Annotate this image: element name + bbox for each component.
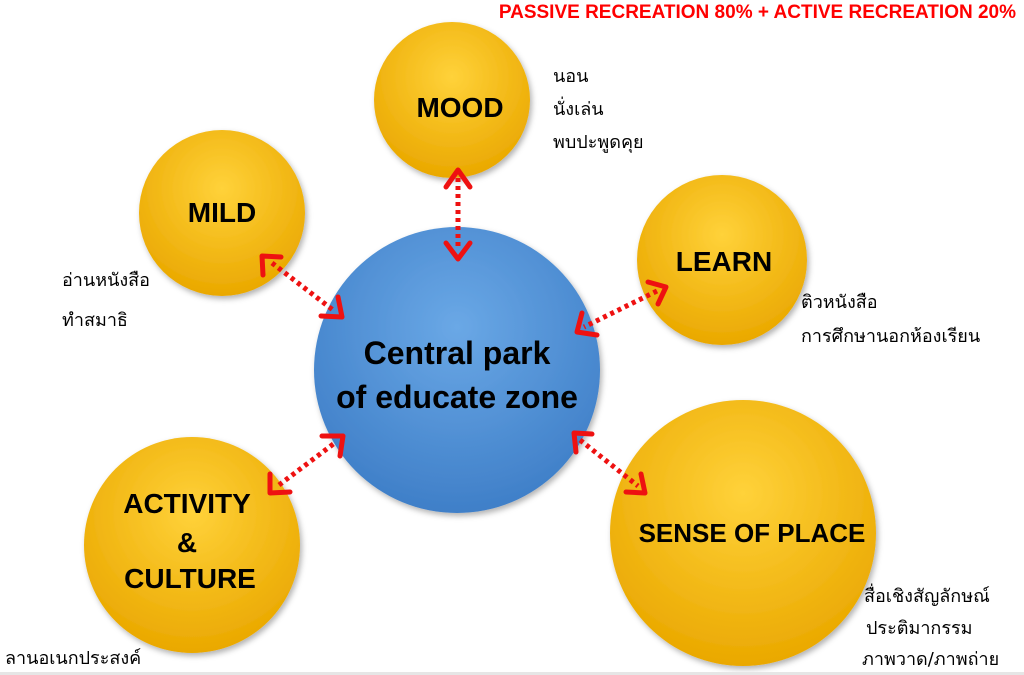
activity-label: ACTIVITY xyxy=(123,488,251,519)
sense-arrow xyxy=(571,430,648,496)
central-label-2: of educate zone xyxy=(336,379,578,415)
sense-label: SENSE OF PLACE xyxy=(639,518,866,548)
mood-circle xyxy=(374,22,530,178)
learn-arrow xyxy=(574,279,669,338)
culture-label: CULTURE xyxy=(124,563,256,594)
mild-label: MILD xyxy=(188,197,256,228)
mild-arrow xyxy=(259,253,345,320)
mood-arrow xyxy=(443,167,473,262)
learn-note: ติวหนังสือ xyxy=(801,292,878,313)
learn-note: การศึกษานอกห้องเรียน xyxy=(801,326,980,347)
sense-circle xyxy=(610,400,876,666)
activity-amp: & xyxy=(177,527,197,558)
central-label-1: Central park xyxy=(364,335,551,371)
mood-label: MOOD xyxy=(416,92,503,123)
mild-note: ทำสมาธิ xyxy=(62,310,128,331)
sense-note: ภาพวาด/ภาพถ่าย xyxy=(862,649,999,670)
central-circle xyxy=(314,227,600,513)
bottom-divider xyxy=(0,672,1024,675)
sense-note: สื่อเชิงสัญลักษณ์ xyxy=(864,583,990,607)
activity-circle xyxy=(84,437,300,653)
activity-note: ลานอเนกประสงค์ xyxy=(5,648,141,669)
sense-note: ประติมากรรม xyxy=(866,618,973,639)
mood-note: พบปะพูดคุย xyxy=(553,132,644,153)
learn-label: LEARN xyxy=(676,246,772,277)
recreation-ratio-title: PASSIVE RECREATION 80% + ACTIVE RECREATI… xyxy=(499,2,1016,23)
mood-note: นอน xyxy=(553,66,588,87)
learn-circle xyxy=(637,175,807,345)
activity-arrow xyxy=(267,433,346,496)
mood-note: นั่งเล่น xyxy=(553,96,604,120)
mild-note: อ่านหนังสือ xyxy=(62,270,150,291)
